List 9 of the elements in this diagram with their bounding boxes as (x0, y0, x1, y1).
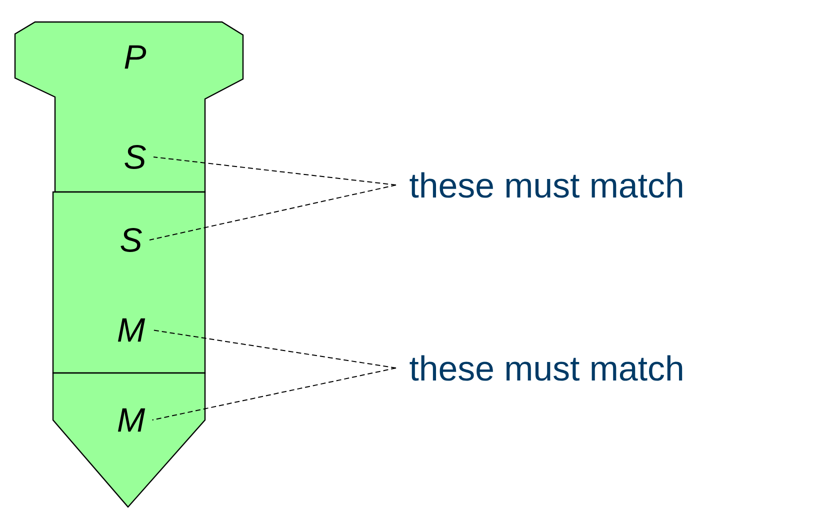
fastener-piece: M (52, 372, 206, 508)
callout-text: these must match (410, 355, 682, 381)
fastener-piece: P S (14, 21, 244, 193)
leader-line (152, 330, 396, 368)
callout-text: these must match (410, 172, 682, 198)
leader-line (152, 368, 396, 420)
leader-line (149, 184, 396, 240)
fastener-piece: S M (52, 191, 206, 374)
leader-line (153, 156, 396, 186)
